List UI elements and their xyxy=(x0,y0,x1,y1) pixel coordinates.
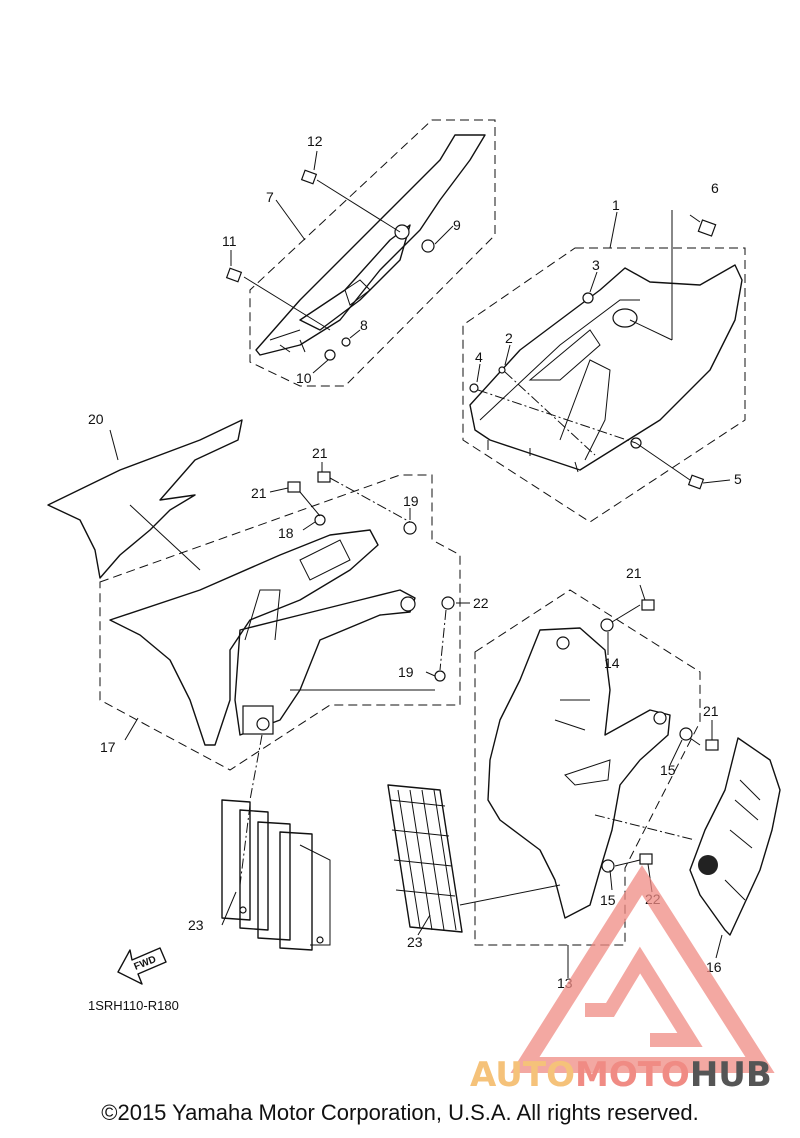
part-16-graphic-decal xyxy=(689,737,781,936)
copyright-notice: ©2015 Yamaha Motor Corporation, U.S.A. A… xyxy=(101,1100,699,1125)
callout-21d: 21 xyxy=(703,703,719,719)
callout-15b: 15 xyxy=(600,892,616,908)
callout-14: 14 xyxy=(604,655,620,671)
callout-6: 6 xyxy=(711,180,719,196)
part-13-side-panel xyxy=(474,589,701,946)
part-7-side-cover-bracket xyxy=(249,119,496,387)
watermark-moto: MOTO xyxy=(575,1055,690,1095)
fwd-arrow-icon: FWD xyxy=(117,947,167,985)
callout-numbers: 1 2 3 4 5 6 7 8 9 10 11 12 13 14 15 15 1… xyxy=(88,133,742,991)
callout-19b: 19 xyxy=(398,664,414,680)
callout-21c: 21 xyxy=(626,565,642,581)
watermark-text: AUTOMOTOHUB xyxy=(470,1055,772,1095)
part-23-right-louver xyxy=(387,784,463,933)
watermark-hub: HUB xyxy=(690,1055,772,1095)
part-20-decal xyxy=(47,419,243,579)
callout-17: 17 xyxy=(100,739,116,755)
callout-21a: 21 xyxy=(312,445,328,461)
callout-3: 3 xyxy=(592,257,600,273)
callout-1: 1 xyxy=(612,197,620,213)
callout-12: 12 xyxy=(307,133,323,149)
callout-15a: 15 xyxy=(660,762,676,778)
callout-9: 9 xyxy=(453,217,461,233)
watermark-logo xyxy=(510,865,775,1073)
part-17-air-scoop xyxy=(99,474,461,771)
part-1-side-cover xyxy=(462,247,746,523)
watermark-auto: AUTO xyxy=(470,1055,575,1095)
callout-11: 11 xyxy=(222,233,237,249)
fasteners xyxy=(225,169,719,865)
callout-10: 10 xyxy=(296,370,312,386)
callout-4: 4 xyxy=(475,349,483,365)
callout-5: 5 xyxy=(734,471,742,487)
callout-23b: 23 xyxy=(407,934,423,950)
callout-7: 7 xyxy=(266,189,274,205)
callout-8: 8 xyxy=(360,317,368,333)
callout-16: 16 xyxy=(706,959,722,975)
callout-2: 2 xyxy=(505,330,513,346)
callout-19a: 19 xyxy=(403,493,419,509)
diagram-code: 1SRH110-R180 xyxy=(88,998,179,1013)
callout-22a: 22 xyxy=(473,595,489,611)
leader-lines xyxy=(109,150,731,978)
callout-23a: 23 xyxy=(188,917,204,933)
callout-20: 20 xyxy=(88,411,104,427)
part-23-left-louver xyxy=(221,799,331,951)
callout-21b: 21 xyxy=(251,485,267,501)
callout-18: 18 xyxy=(278,525,294,541)
fwd-label: FWD xyxy=(133,954,158,973)
